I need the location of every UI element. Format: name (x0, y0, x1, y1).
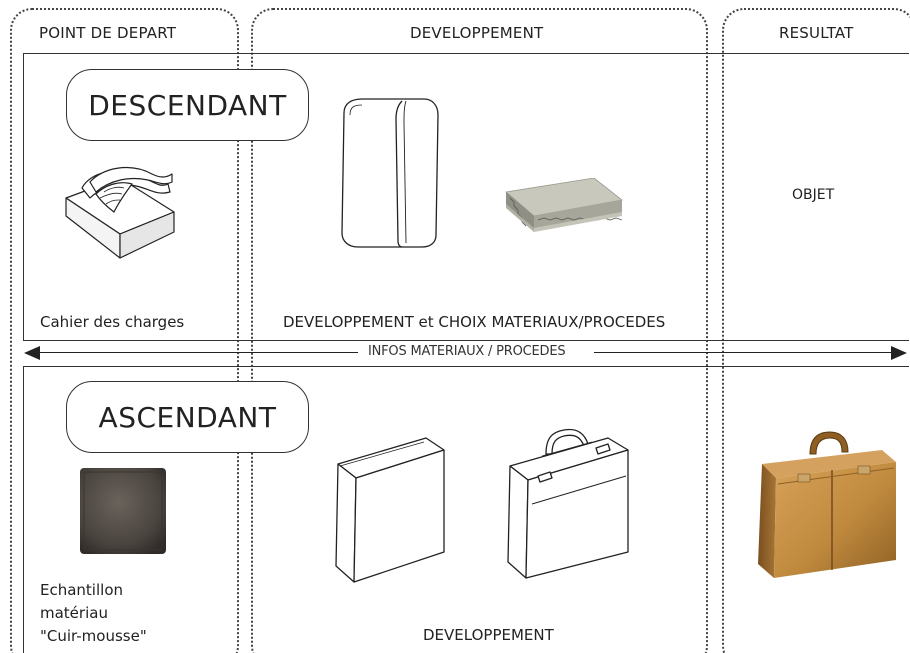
objet-caption: OBJET (792, 187, 835, 203)
development-caption: DEVELOPPEMENT (423, 626, 554, 644)
column-frame-result (722, 8, 910, 653)
infos-materiaux-label: INFOS MATERIAUX / PROCEDES (362, 344, 572, 359)
arrow-left-head (24, 346, 40, 360)
flat-box-sketch (335, 437, 445, 583)
document-stack-icon (65, 167, 175, 259)
column-title-depart: POINT DE DEPART (39, 24, 177, 42)
column-frame-development (251, 8, 708, 653)
column-title-development: DEVELOPPEMENT (410, 24, 544, 42)
leather-briefcase-photo (758, 431, 896, 578)
rounded-block-sketch (341, 98, 439, 248)
briefcase-sketch (507, 428, 629, 579)
development-choice-caption: DEVELOPPEMENT et CHOIX MATERIAUX/PROCEDE… (283, 313, 666, 331)
honeycomb-panel-photo (505, 178, 623, 232)
column-frame-depart (10, 8, 239, 653)
echantillon-caption-line3: "Cuir-mousse" (40, 627, 147, 645)
cahier-caption: Cahier des charges (40, 313, 185, 331)
echantillon-caption-line1: Echantillon (40, 581, 123, 599)
arrow-line-left (38, 352, 358, 353)
echantillon-caption-line2: matériau (40, 604, 108, 622)
arrow-right-head (891, 346, 907, 360)
ascendant-pill: ASCENDANT (66, 381, 309, 453)
section-descendant (23, 53, 909, 341)
section-ascendant (23, 366, 909, 653)
column-title-result: RESULTAT (779, 24, 854, 42)
arrow-line-right (594, 352, 894, 353)
leather-swatch-photo (80, 468, 166, 554)
descendant-pill: DESCENDANT (66, 69, 309, 141)
